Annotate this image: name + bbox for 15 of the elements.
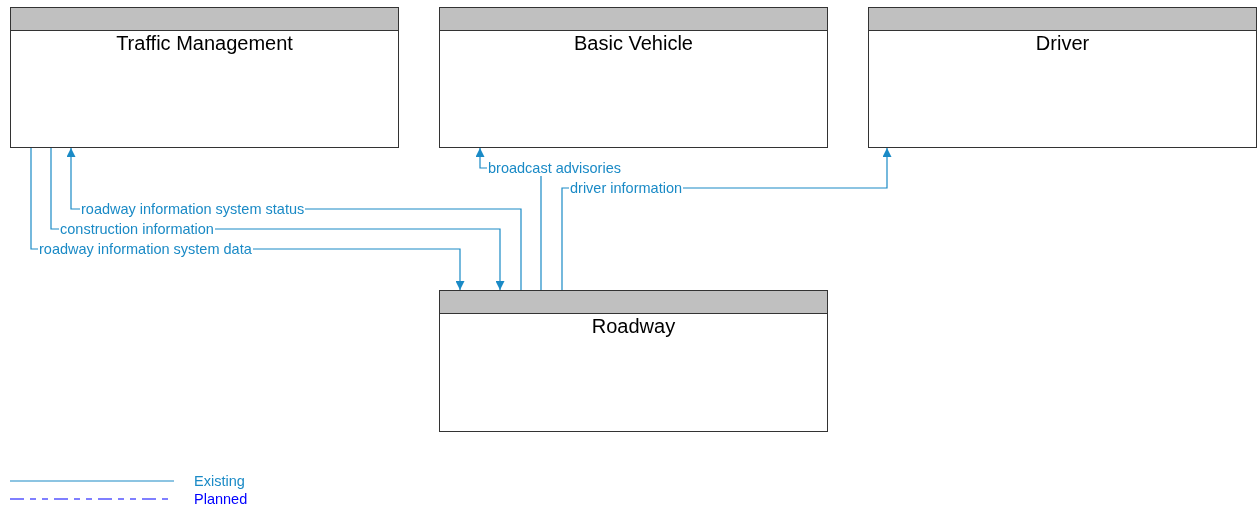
edge-label: construction information — [59, 221, 215, 237]
node-title: Roadway — [590, 315, 677, 338]
element-box — [868, 7, 1257, 148]
node-title: Traffic Management — [115, 32, 294, 55]
edge-label: broadcast advisories — [487, 160, 622, 176]
legend-label: Planned — [194, 491, 248, 507]
edge-label: roadway information system status — [80, 201, 306, 217]
element-box — [439, 290, 828, 432]
node-title: Basic Vehicle — [573, 32, 694, 55]
node-title: Driver — [1034, 32, 1091, 55]
legend-label: Existing — [194, 473, 245, 489]
element-box — [10, 7, 399, 148]
edge-label: roadway information system data — [38, 241, 253, 257]
edge-label: driver information — [569, 180, 683, 196]
element-box — [439, 7, 828, 148]
